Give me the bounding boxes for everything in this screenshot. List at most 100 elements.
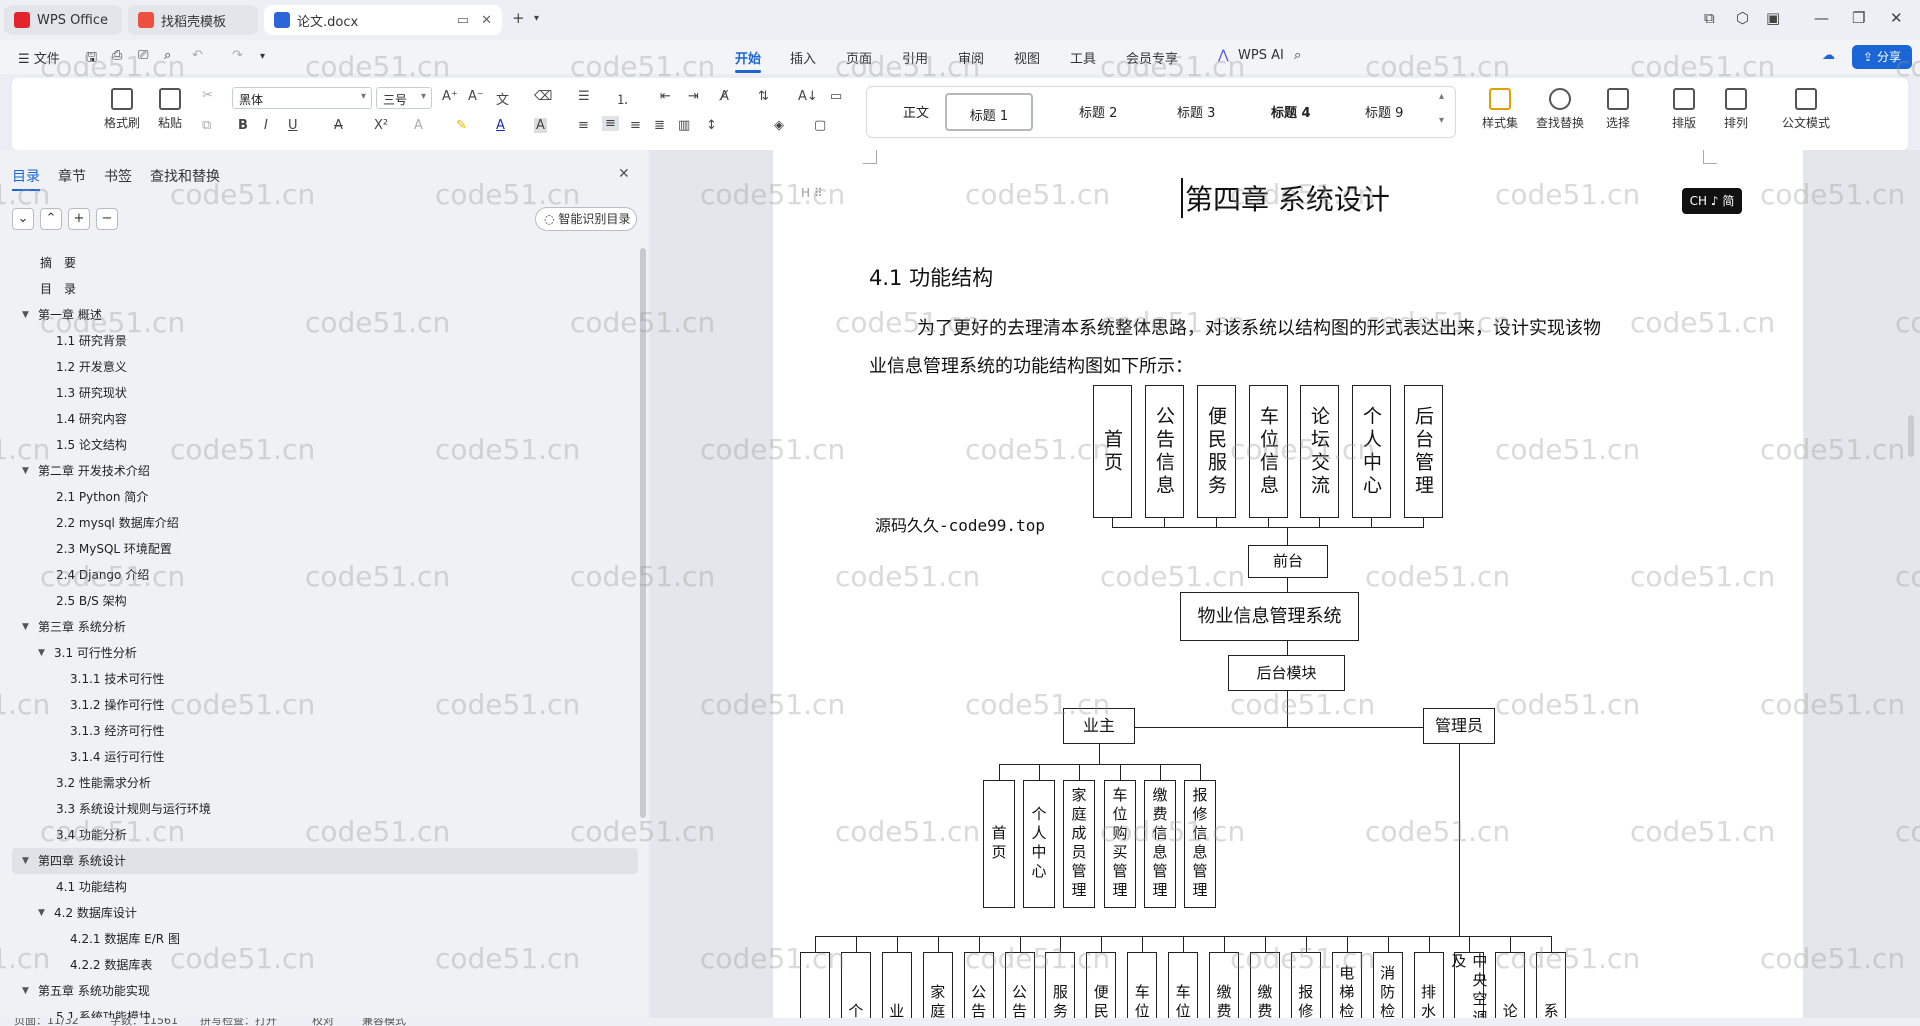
toc-item[interactable]: 4.2.2 数据库表 xyxy=(12,952,638,978)
bullet-list-icon[interactable]: ☰ xyxy=(578,89,590,104)
drag-handle-icon[interactable]: H ⠿ xyxy=(801,186,823,200)
toc-item[interactable]: 4.1 功能结构 xyxy=(12,874,638,900)
highlight-icon[interactable]: ✎ xyxy=(456,118,467,133)
document-scrollbar[interactable] xyxy=(1908,415,1914,457)
font-name-select[interactable]: 黑体▾ xyxy=(232,87,372,109)
chevron-down-icon[interactable]: ▾ xyxy=(1439,115,1445,126)
toc-item[interactable]: 4.2.1 数据库 E/R 图 xyxy=(12,926,638,952)
page-count[interactable]: 页面：11/32 xyxy=(14,1018,79,1026)
distribute-icon[interactable]: ▥ xyxy=(678,118,691,133)
caret-down-icon[interactable]: ▼ xyxy=(22,310,29,320)
arrange-button[interactable]: 排列 xyxy=(1712,88,1760,131)
numbered-list-icon[interactable]: ⒈ xyxy=(616,93,630,108)
align-left-icon[interactable]: ≡ xyxy=(578,118,589,133)
minimize-icon[interactable]: — xyxy=(1814,9,1829,27)
phonetic-icon[interactable]: 文 xyxy=(496,93,510,108)
menu-member[interactable]: 会员专享 xyxy=(1126,52,1179,67)
underline-icon[interactable]: U xyxy=(288,118,298,133)
toc-item[interactable]: 目 录 xyxy=(12,276,638,302)
word-count[interactable]: 字数：11561 xyxy=(110,1018,178,1026)
format-painter-button[interactable]: 格式刷 xyxy=(100,88,144,131)
menu-start[interactable]: 开始 xyxy=(735,48,762,73)
print-icon[interactable]: ⎚ xyxy=(138,48,149,63)
style-heading-3[interactable]: 标题 3 xyxy=(1177,106,1216,121)
cube-icon[interactable]: ⬡ xyxy=(1736,9,1750,27)
sort-icon[interactable]: ⇅ xyxy=(758,89,769,104)
close-tab-icon[interactable]: ✕ xyxy=(481,12,492,28)
tab-bookmarks[interactable]: 书签 xyxy=(104,169,132,185)
close-panel-icon[interactable]: ✕ xyxy=(618,166,630,182)
toc-item[interactable]: ▼3.1 可行性分析 xyxy=(12,640,638,666)
style-normal[interactable]: 正文 xyxy=(903,106,930,121)
toc-item[interactable]: 3.2 性能需求分析 xyxy=(12,770,638,796)
toc-item[interactable]: 3.1.3 经济可行性 xyxy=(12,718,638,744)
spell-check[interactable]: 拼写检查：打开 xyxy=(200,1018,277,1026)
increase-font-icon[interactable]: A⁺ xyxy=(442,89,458,104)
caret-down-icon[interactable]: ▼ xyxy=(22,622,29,632)
export-icon[interactable]: ⎙ xyxy=(112,48,123,63)
ime-badge[interactable]: CH ♪ 简 xyxy=(1682,188,1742,214)
toc-item[interactable]: 1.4 研究内容 xyxy=(12,406,638,432)
caret-down-icon[interactable]: ▼ xyxy=(38,908,45,918)
tab-document[interactable]: 论文.docx ▭ ✕ xyxy=(264,5,502,35)
paste-button[interactable]: 粘贴 xyxy=(148,88,192,131)
collapse-down-icon[interactable]: ⌄ xyxy=(12,208,34,230)
text-direction-icon[interactable]: A̸ xyxy=(720,89,729,104)
toc-item[interactable]: 2.1 Python 简介 xyxy=(12,484,638,510)
toc-item[interactable]: 1.2 开发意义 xyxy=(12,354,638,380)
toc-item[interactable]: ▼第四章 系统设计 xyxy=(12,848,638,874)
increase-indent-icon[interactable]: ⇥ xyxy=(688,89,699,104)
menu-view[interactable]: 视图 xyxy=(1014,52,1041,67)
toc-item[interactable]: ▼第三章 系统分析 xyxy=(12,614,638,640)
style-heading-9[interactable]: 标题 9 xyxy=(1365,106,1404,121)
copy-icon[interactable]: ⧉ xyxy=(202,118,212,133)
toc-item[interactable]: 2.4 Django 介绍 xyxy=(12,562,638,588)
toc-item[interactable]: 1.1 研究背景 xyxy=(12,328,638,354)
caret-down-icon[interactable]: ▼ xyxy=(22,466,29,476)
superscript-icon[interactable]: X² xyxy=(374,118,389,133)
font-color-icon[interactable]: A xyxy=(496,118,505,133)
font-size-select[interactable]: 三号▾ xyxy=(376,87,432,109)
new-tab-button[interactable]: + xyxy=(512,9,525,27)
toc-item[interactable]: 2.5 B/S 架构 xyxy=(12,588,638,614)
layout-icon[interactable]: ⧉ xyxy=(1704,9,1715,27)
italic-icon[interactable]: I xyxy=(264,118,268,133)
chevron-down-icon[interactable]: ▾ xyxy=(534,13,540,24)
caret-down-icon[interactable]: ▼ xyxy=(22,856,29,866)
find-replace-button[interactable]: 查找替换 xyxy=(1528,88,1592,131)
shading-icon[interactable]: ◈ xyxy=(774,118,784,133)
char-shading-icon[interactable]: A xyxy=(534,118,547,133)
toc-item[interactable]: 摘 要 xyxy=(12,250,638,276)
align-center-icon[interactable]: ≡ xyxy=(602,116,619,131)
chevron-down-icon[interactable]: ▾ xyxy=(260,51,266,62)
clear-format-icon[interactable]: ⌫ xyxy=(534,89,553,104)
close-icon[interactable]: ✕ xyxy=(1890,9,1903,27)
toc-item[interactable]: 3.3 系统设计规则与运行环境 xyxy=(12,796,638,822)
remove-entry-icon[interactable]: − xyxy=(96,208,118,230)
menu-page[interactable]: 页面 xyxy=(846,52,873,67)
style-heading-1[interactable]: 标题 1 xyxy=(945,93,1033,131)
menu-review[interactable]: 审阅 xyxy=(958,52,985,67)
chevron-up-icon[interactable]: ▴ xyxy=(1439,91,1445,102)
tab-wps-office[interactable]: WPS Office xyxy=(4,5,122,35)
toc-item[interactable]: ▼第五章 系统功能实现 xyxy=(12,978,638,1004)
toc-item[interactable]: 1.5 论文结构 xyxy=(12,432,638,458)
toc-item[interactable]: 2.3 MySQL 环境配置 xyxy=(12,536,638,562)
cloud-upload-icon[interactable]: ☁ xyxy=(1822,48,1835,63)
tab-toc[interactable]: 目录 xyxy=(12,166,40,191)
collapse-up-icon[interactable]: ⌃ xyxy=(40,208,62,230)
strikethrough-icon[interactable]: A xyxy=(334,118,343,133)
menu-reference[interactable]: 引用 xyxy=(902,52,929,67)
toc-item[interactable]: ▼4.2 数据库设计 xyxy=(12,900,638,926)
cut-icon[interactable]: ✂ xyxy=(202,88,213,103)
undo-icon[interactable]: ↶ xyxy=(192,48,203,63)
menu-tools[interactable]: 工具 xyxy=(1070,52,1097,67)
align-right-icon[interactable]: ≡ xyxy=(630,118,641,133)
chinese-layout-icon[interactable]: A↓ xyxy=(798,89,818,104)
save-icon[interactable]: 🖫 xyxy=(86,50,98,65)
minimize-tab-icon[interactable]: ▭ xyxy=(456,12,470,28)
avatar[interactable]: ▣ xyxy=(1766,9,1781,27)
style-set-button[interactable]: 样式集 xyxy=(1472,88,1528,131)
layout-button[interactable]: 排版 xyxy=(1660,88,1708,131)
tab-docer-templates[interactable]: 找稻壳模板 xyxy=(128,5,258,35)
